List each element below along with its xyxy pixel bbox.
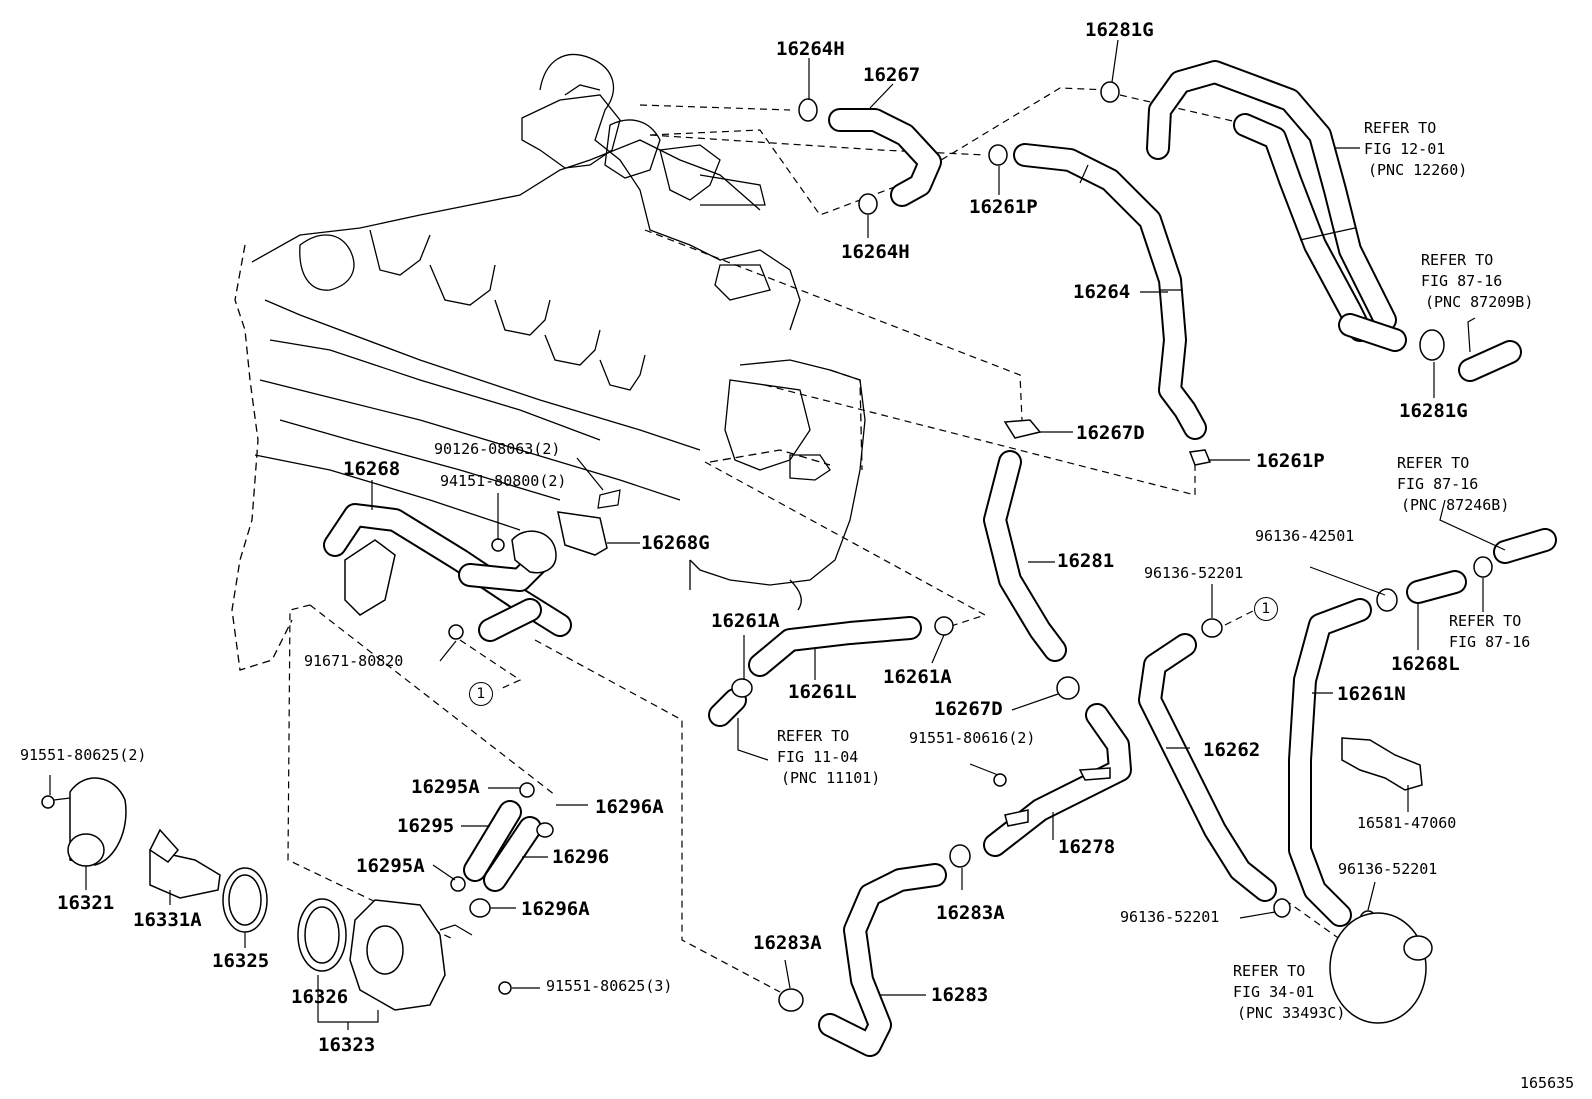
label-16261L: 16261L	[788, 681, 857, 703]
label-91671-80820: 91671-80820	[304, 652, 404, 670]
label-94151-80800: 94151-80800(2)	[440, 472, 567, 490]
label-16261N: 16261N	[1337, 683, 1406, 705]
label-16325: 16325	[212, 950, 270, 972]
label-16267D-top: 16267D	[1076, 422, 1145, 444]
label-16264H-top: 16264H	[776, 38, 845, 60]
label-16295A-bottom: 16295A	[356, 855, 425, 877]
label-16296A-bottom: 16296A	[521, 898, 590, 920]
label-16268: 16268	[343, 458, 401, 480]
hose-16264	[1013, 143, 1207, 440]
label-16283A-left: 16283A	[753, 932, 822, 954]
label-16296: 16296	[552, 846, 610, 868]
label-16283: 16283	[931, 984, 989, 1006]
thermostat-parts	[41, 777, 512, 1011]
hose-16262	[1138, 633, 1277, 902]
label-16267: 16267	[863, 64, 921, 86]
engine-outline	[231, 53, 866, 671]
label-16261P-top: 16261P	[969, 196, 1038, 218]
leader-lines	[49, 39, 1506, 1030]
figure-id: 165635	[1520, 1074, 1575, 1092]
label-16321: 16321	[57, 892, 115, 914]
label-16295: 16295	[397, 815, 455, 837]
label-16268G: 16268G	[641, 532, 710, 554]
label-16261A-left: 16261A	[711, 610, 780, 632]
pipe-16278	[983, 703, 1132, 857]
callout-circle: 1	[1254, 597, 1278, 621]
callout-circle: 1	[469, 682, 493, 706]
label-96136-42501: 96136-42501	[1255, 527, 1355, 545]
label-16264H-bottom: 16264H	[841, 241, 910, 263]
pipe-16268	[323, 503, 572, 642]
hose-16283	[818, 863, 947, 1057]
label-16581-47060: 16581-47060	[1357, 814, 1457, 832]
label-16261P-mid: 16261P	[1256, 450, 1325, 472]
label-96136-52201-b: 96136-52201	[1338, 860, 1438, 878]
label-16295A-top: 16295A	[411, 776, 480, 798]
label-96136-52201-a: 96136-52201	[1144, 564, 1244, 582]
hose-16295	[463, 800, 522, 882]
label-16268L: 16268L	[1391, 653, 1460, 675]
clamps	[448, 81, 1493, 1024]
label-16281G-right: 16281G	[1399, 400, 1468, 422]
label-16262: 16262	[1203, 739, 1261, 761]
label-16278: 16278	[1058, 836, 1116, 858]
label-16323: 16323	[318, 1034, 376, 1056]
hose-16261L	[748, 616, 922, 677]
label-91551-80625-3: 91551-80625(3)	[546, 977, 673, 995]
label-16331A: 16331A	[133, 909, 202, 931]
hose-16267	[828, 108, 942, 207]
hose-16261N	[1288, 598, 1372, 927]
label-16281: 16281	[1057, 550, 1115, 572]
label-16326: 16326	[291, 986, 349, 1008]
label-96136-52201-c: 96136-52201	[1120, 908, 1220, 926]
label-90126-08063: 90126-08063(2)	[434, 440, 561, 458]
hose-16281	[983, 450, 1067, 662]
label-16267D-bottom: 16267D	[934, 698, 1003, 720]
hose-upper-right	[1146, 60, 1407, 352]
label-16261A-right: 16261A	[883, 666, 952, 688]
label-16283A-right: 16283A	[936, 902, 1005, 924]
hose-16296	[483, 816, 542, 892]
label-16264: 16264	[1073, 281, 1131, 303]
label-16296A-top: 16296A	[595, 796, 664, 818]
label-16281G-top: 16281G	[1085, 19, 1154, 41]
label-91551-80625-2: 91551-80625(2)	[20, 746, 147, 764]
label-91551-80616: 91551-80616(2)	[909, 729, 1036, 747]
short-pipes	[708, 340, 1557, 727]
